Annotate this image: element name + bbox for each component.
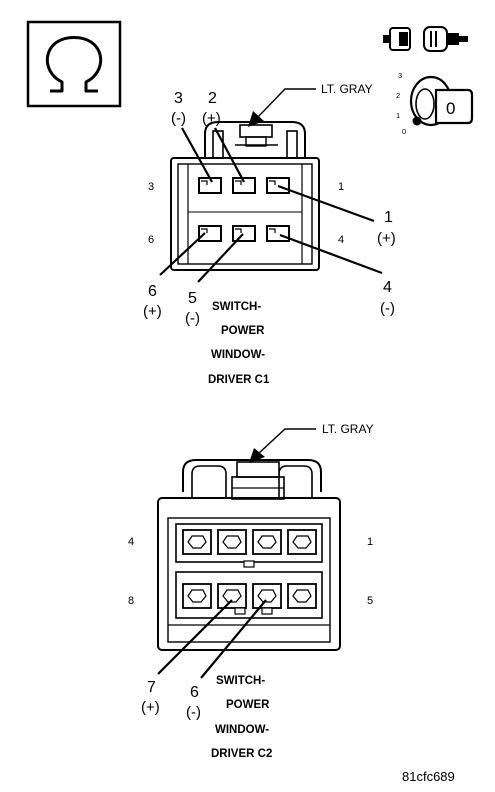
c2-caption-line: WINDOW- xyxy=(215,724,269,736)
c2-callout-7-num: 7 xyxy=(147,679,156,696)
c1-callout-2-num: 2 xyxy=(208,90,217,107)
c1-callout-1-sign: (+) xyxy=(377,230,396,247)
c1-callout-6-num: 6 xyxy=(148,283,157,300)
c1-callout-2-sign: (+) xyxy=(202,110,221,127)
c2-callout-7-sign: (+) xyxy=(141,699,160,716)
c2-wire-color-label: LT. GRAY xyxy=(322,422,374,436)
key-state-label: 3 xyxy=(398,71,402,80)
omega-icon xyxy=(46,36,102,93)
c1-callout-3-num: 3 xyxy=(174,90,183,107)
c1-callout-4-num: 4 xyxy=(383,279,392,296)
key-face-label: 0 xyxy=(446,99,455,118)
ignition-key-icon: 0 3 2 1 0 xyxy=(396,71,474,136)
connector-disconnect-icon xyxy=(383,26,468,52)
c1-caption-line: POWER xyxy=(221,325,265,337)
c1-callout-5-sign: (-) xyxy=(185,310,200,327)
c1-callout-leaders xyxy=(159,127,383,283)
connector-c1 xyxy=(170,121,320,271)
c1-callout-4-sign: (-) xyxy=(380,300,395,317)
c1-cavity-row-top xyxy=(198,177,290,194)
c2-corner-pin-1: 1 xyxy=(367,536,373,548)
c1-callout-1-num: 1 xyxy=(384,209,393,226)
key-state-label: 0 xyxy=(402,127,406,136)
c2-corner-pin-5: 5 xyxy=(367,595,373,607)
c2-cavity-row-bottom xyxy=(182,583,317,609)
c1-corner-pin-1: 1 xyxy=(338,181,344,193)
c1-corner-pin-3: 3 xyxy=(148,181,154,193)
c1-callout-6-sign: (+) xyxy=(143,303,162,320)
c1-callout-3-sign: (-) xyxy=(171,110,186,127)
c2-cavity-row-top xyxy=(182,529,317,555)
connector-c2 xyxy=(157,459,341,651)
c1-cavity-row-bottom xyxy=(198,225,290,242)
c2-caption: SWITCH- POWER WINDOW- DRIVER C2 xyxy=(211,675,272,760)
c1-wire-color-leader: LT. GRAY xyxy=(248,82,373,127)
key-state-label: 2 xyxy=(396,91,400,100)
c1-corner-pin-6: 6 xyxy=(148,234,154,246)
c2-corner-pin-8: 8 xyxy=(128,595,134,607)
c2-wire-color-leader: LT. GRAY xyxy=(249,422,374,463)
c2-corner-pin-4: 4 xyxy=(128,536,134,548)
c2-callout-leaders xyxy=(157,599,267,679)
c1-caption-line: DRIVER C1 xyxy=(208,374,270,386)
ohm-meter-symbol xyxy=(26,20,122,108)
c2-callout-6-num: 6 xyxy=(190,684,199,701)
c1-wire-color-label: LT. GRAY xyxy=(321,82,373,96)
c2-caption-line: POWER xyxy=(226,699,270,711)
c1-caption-line: SWITCH- xyxy=(212,301,261,313)
c1-caption: SWITCH- POWER WINDOW- DRIVER C1 xyxy=(208,301,270,386)
c2-caption-line: SWITCH- xyxy=(216,675,265,687)
c1-corner-pin-4: 4 xyxy=(338,234,344,246)
figure-id: 81cfc689 xyxy=(402,769,455,784)
c1-caption-line: WINDOW- xyxy=(211,349,265,361)
c1-callout-5-num: 5 xyxy=(188,290,197,307)
c2-caption-line: DRIVER C2 xyxy=(211,748,272,760)
key-state-label: 1 xyxy=(396,111,400,120)
c2-callout-6-sign: (-) xyxy=(186,704,201,721)
